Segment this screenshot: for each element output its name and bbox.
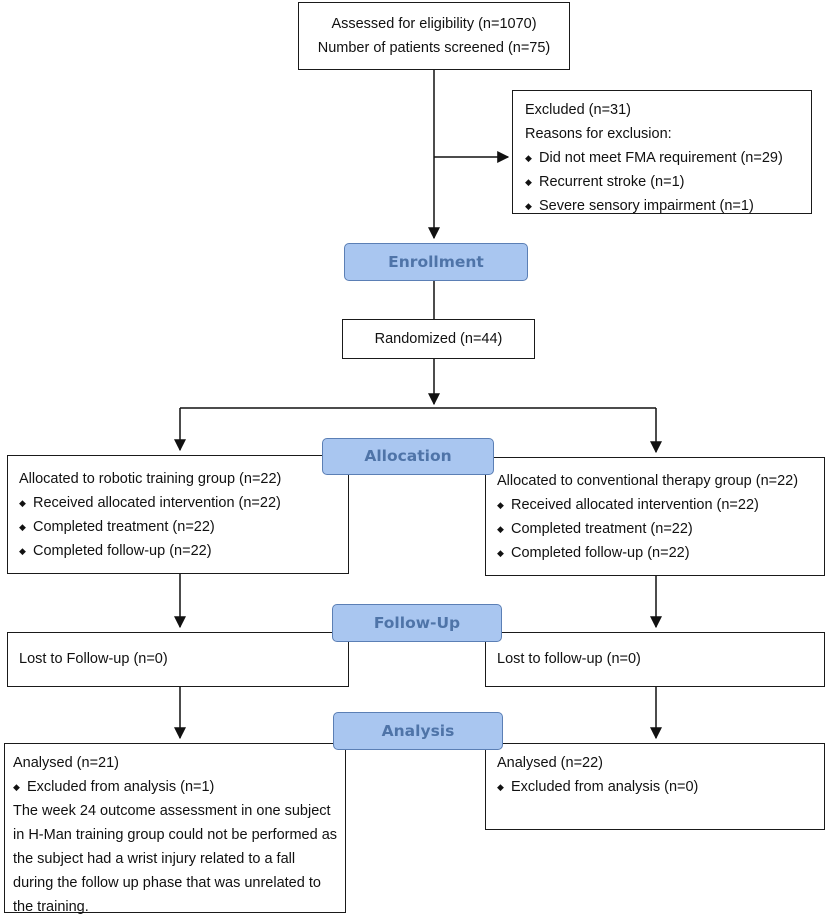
conventional-lost-box: Lost to follow-up (n=0)	[485, 632, 825, 687]
bullet-icon: ◆	[13, 782, 20, 792]
conventional-allocation-box: Allocated to conventional therapy group …	[485, 457, 825, 576]
bullet-icon: ◆	[525, 201, 532, 211]
robotic-analysed: Analysed (n=21)	[13, 755, 119, 771]
randomized-count: Randomized (n=44)	[374, 331, 503, 347]
exclusion-title: Excluded (n=31)	[525, 102, 631, 118]
bullet-icon: ◆	[497, 500, 504, 510]
bullet-icon: ◆	[19, 546, 26, 556]
robotic-allocation-item: ◆Completed follow-up (n=22)	[19, 539, 348, 563]
bullet-icon: ◆	[525, 177, 532, 187]
bullet-icon: ◆	[19, 522, 26, 532]
robotic-lost-box: Lost to Follow-up (n=0)	[7, 632, 349, 687]
bullet-icon: ◆	[497, 548, 504, 558]
conventional-allocation-item: ◆Completed follow-up (n=22)	[497, 541, 824, 565]
robotic-allocation-item: ◆Received allocated intervention (n=22)	[19, 491, 348, 515]
exclusion-subtitle: Reasons for exclusion:	[525, 126, 672, 142]
robotic-excluded: ◆Excluded from analysis (n=1)	[13, 775, 337, 799]
conventional-lost: Lost to follow-up (n=0)	[497, 651, 641, 667]
bullet-icon: ◆	[525, 153, 532, 163]
robotic-allocation-item: ◆Completed treatment (n=22)	[19, 515, 348, 539]
stage-followup: Follow-Up	[332, 604, 502, 642]
screening-count: Number of patients screened (n=75)	[317, 40, 551, 56]
exclusion-reason: ◆Did not meet FMA requirement (n=29)	[525, 146, 811, 170]
conventional-allocation-item: ◆Received allocated intervention (n=22)	[497, 493, 824, 517]
bullet-icon: ◆	[19, 498, 26, 508]
conventional-analysis-box: Analysed (n=22) ◆Excluded from analysis …	[485, 743, 825, 830]
stage-analysis: Analysis	[333, 712, 503, 750]
conventional-allocation-item: ◆Completed treatment (n=22)	[497, 517, 824, 541]
robotic-analysis-box: Analysed (n=21) ◆Excluded from analysis …	[4, 743, 346, 915]
stage-allocation: Allocation	[322, 438, 494, 475]
exclusion-reason: ◆Severe sensory impairment (n=1)	[525, 194, 811, 218]
exclusion-box: Excluded (n=31) Reasons for exclusion: ◆…	[512, 90, 812, 214]
robotic-lost: Lost to Follow-up (n=0)	[19, 651, 168, 667]
randomized-box: Randomized (n=44)	[342, 319, 535, 359]
robotic-allocated: Allocated to robotic training group (n=2…	[19, 471, 282, 487]
exclusion-reason: ◆Recurrent stroke (n=1)	[525, 170, 811, 194]
stage-enrollment: Enrollment	[344, 243, 528, 281]
conventional-excluded: ◆Excluded from analysis (n=0)	[497, 775, 824, 799]
conventional-analysed: Analysed (n=22)	[497, 755, 603, 771]
screening-assessed: Assessed for eligibility (n=1070)	[331, 16, 537, 32]
screening-box: Assessed for eligibility (n=1070) Number…	[298, 2, 570, 70]
robotic-allocation-box: Allocated to robotic training group (n=2…	[7, 455, 349, 574]
conventional-allocated: Allocated to conventional therapy group …	[497, 473, 799, 489]
bullet-icon: ◆	[497, 782, 504, 792]
robotic-exclusion-note: The week 24 outcome assessment in one su…	[13, 803, 338, 915]
bullet-icon: ◆	[497, 524, 504, 534]
